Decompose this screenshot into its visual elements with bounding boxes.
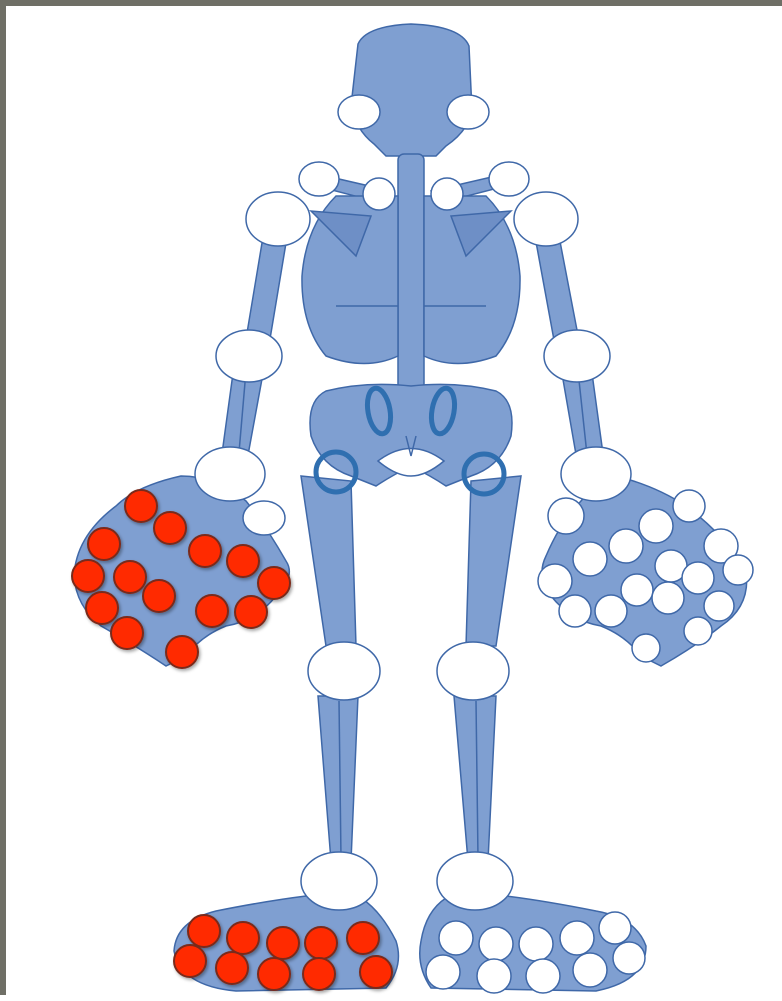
affected-joint <box>347 922 379 954</box>
wrist-joint-left <box>561 447 631 501</box>
foot-joint <box>599 912 631 944</box>
knee-joint-right <box>308 642 380 700</box>
hand-joint <box>684 617 712 645</box>
hand-joint <box>673 490 705 522</box>
hand-joint <box>609 529 643 563</box>
hand-joint <box>538 564 572 598</box>
affected-joint <box>125 490 157 522</box>
skeleton-diagram <box>6 6 782 1001</box>
tibia-right <box>318 696 358 861</box>
hand-joint <box>573 542 607 576</box>
affected-joint <box>111 617 143 649</box>
tibia-left <box>454 696 496 861</box>
ankle-joint-right <box>301 852 377 910</box>
foot-joint <box>573 953 607 987</box>
affected-joint <box>188 915 220 947</box>
shoulder-joint-right <box>246 192 310 246</box>
affected-joint <box>235 596 267 628</box>
hand-joint <box>704 591 734 621</box>
affected-joint <box>154 512 186 544</box>
temporomandibular-joint-right <box>338 95 380 129</box>
affected-joint <box>216 952 248 984</box>
sternoclavicular-joint-right <box>299 162 339 196</box>
affected-joint <box>196 595 228 627</box>
hand-joint <box>723 555 753 585</box>
affected-joint <box>267 927 299 959</box>
hand-joint <box>621 574 653 606</box>
hand-joint <box>682 562 714 594</box>
shoulder-joint-left <box>514 192 578 246</box>
temporomandibular-joint-left <box>447 95 489 129</box>
femur-left <box>466 476 521 646</box>
foot-joint <box>426 955 460 989</box>
femur-right <box>301 476 356 646</box>
hand-joint <box>595 595 627 627</box>
wrist-joint-right <box>195 447 265 501</box>
affected-joint <box>88 528 120 560</box>
acromioclavicular-joint-left <box>431 178 463 210</box>
elbow-joint-left <box>544 330 610 382</box>
acromioclavicular-joint-right <box>363 178 395 210</box>
affected-joint <box>86 592 118 624</box>
foot-joint <box>439 921 473 955</box>
foot-joint <box>519 927 553 961</box>
foot-joint <box>560 921 594 955</box>
ankle-joint-left <box>437 852 513 910</box>
hand-joint <box>652 582 684 614</box>
affected-joint <box>72 560 104 592</box>
affected-joint <box>189 535 221 567</box>
elbow-joint-right <box>216 330 282 382</box>
affected-joint <box>303 958 335 990</box>
affected-joint <box>258 567 290 599</box>
hand-joint <box>548 498 584 534</box>
affected-joint <box>166 636 198 668</box>
knee-joint-left <box>437 642 509 700</box>
affected-joint <box>258 958 290 990</box>
affected-joint <box>360 956 392 988</box>
skull <box>351 24 472 156</box>
affected-joint <box>227 545 259 577</box>
foot-joint <box>479 927 513 961</box>
foot-joint <box>613 942 645 974</box>
thumb-base-joint-right <box>243 501 285 535</box>
affected-joint <box>143 580 175 612</box>
affected-joint <box>114 561 146 593</box>
foot-joint <box>526 959 560 993</box>
hand-joint <box>559 595 591 627</box>
affected-joint <box>227 922 259 954</box>
skeleton-bones <box>74 24 747 991</box>
foot-joint <box>477 959 511 993</box>
affected-joint <box>305 927 337 959</box>
hand-joint <box>632 634 660 662</box>
hand-joint <box>639 509 673 543</box>
affected-joint <box>174 945 206 977</box>
sternoclavicular-joint-left <box>489 162 529 196</box>
